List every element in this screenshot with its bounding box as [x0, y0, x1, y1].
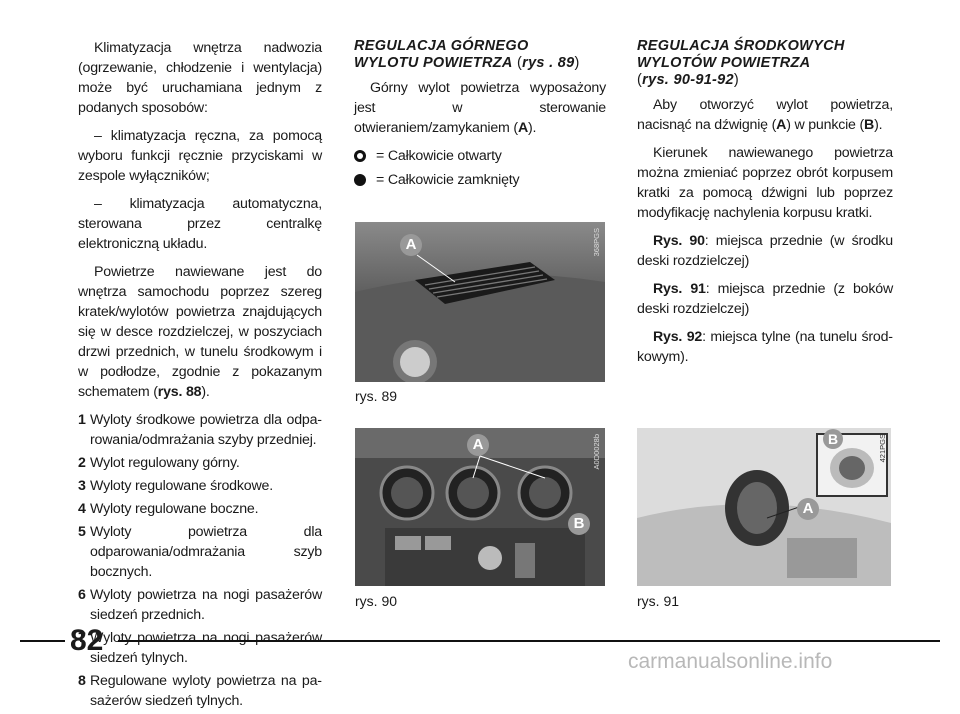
dashboard-upper-vent-illustration [355, 222, 605, 382]
direction-paragraph: Kierunek nawiewanego powietrza moż­na zm… [637, 145, 893, 221]
auto-climate-paragraph: – klimatyzacja automatyczna, sterowana p… [78, 196, 322, 252]
footer-rule-left [20, 640, 65, 642]
callout-a: A [400, 234, 422, 256]
side-vent-illustration [637, 428, 891, 586]
figure-91-photo: B A 421PGS [637, 428, 891, 586]
figure-code: 368PGS [592, 228, 601, 257]
callout-b: B [823, 429, 843, 449]
open-circle-icon [354, 150, 366, 162]
left-column: Klimatyzacja wnętrza nadwozia (ogrze­wan… [78, 38, 322, 714]
fig92-desc: Rys. 92: miejsca tylne (na tunelu środ­k… [637, 329, 893, 365]
manual-climate-paragraph: – klimatyzacja ręczna, za pomocą wy­boru… [78, 128, 322, 184]
callout-a: A [467, 434, 489, 456]
callout-a: A [797, 498, 819, 520]
figure-90-caption: rys. 90 [355, 593, 398, 609]
upper-vent-paragraph: Górny wylot powietrza wyposażony jest w … [354, 80, 606, 136]
figure-90-photo: A B A0D0028b [355, 428, 605, 586]
figure-89-photo: A 368PGS [355, 222, 605, 382]
fig88-ref: rys. 88 [157, 384, 202, 400]
fig90-desc: Rys. 90: miejsca przednie (w środku desk… [637, 233, 893, 269]
airflow-text-end: ). [201, 384, 210, 400]
fig91-desc: Rys. 91: miejsca przednie (z boków de­sk… [637, 281, 893, 317]
fig89-ref: rys . 89 [522, 55, 575, 71]
page-number: 82 [70, 624, 104, 657]
callout-b: B [568, 513, 590, 535]
airflow-paragraph: Powietrze nawiewane jest do wnętrza sa­m… [78, 262, 322, 402]
figure-code: 421PGS [878, 434, 887, 463]
watermark: carmanualsonline.info [628, 650, 833, 673]
figure-89-caption: rys. 89 [355, 388, 398, 404]
fig90-92-ref: rys. 90-91-92 [642, 72, 734, 88]
closed-circle-icon [354, 174, 366, 186]
footer-rule-right [118, 640, 940, 642]
closed-symbol-row: = Całkowicie zamknięty [354, 170, 606, 190]
intro-paragraph: Klimatyzacja wnętrza nadwozia (ogrze­wan… [78, 40, 322, 116]
figure-code: A0D0028b [592, 434, 601, 470]
open-symbol-row: = Całkowicie otwarty [354, 146, 606, 166]
center-vents-illustration [355, 428, 605, 586]
open-vent-paragraph: Aby otworzyć wylot powietrza, nacisnąć n… [637, 97, 893, 133]
airflow-text: Powietrze nawiewane jest do wnętrza sa­m… [78, 264, 322, 400]
figure-91-caption: rys. 91 [637, 593, 680, 609]
